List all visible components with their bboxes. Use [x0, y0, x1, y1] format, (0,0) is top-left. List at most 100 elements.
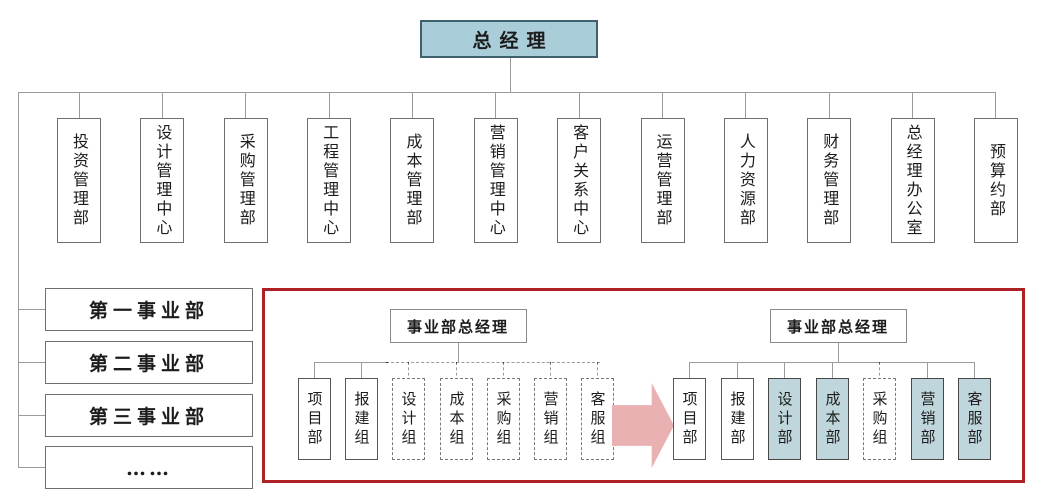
org-box-department: 采购管理部: [223, 118, 268, 243]
sub-unit-label: 采购组: [870, 390, 889, 448]
connector-line: [927, 362, 928, 378]
department-item: 设计管理中心: [140, 92, 185, 243]
connector-line: [495, 92, 497, 118]
department-label: 采购管理部: [236, 133, 256, 228]
connector-line: [510, 58, 511, 92]
org-box-department: 客户关系中心: [557, 118, 602, 243]
connector-line: [995, 92, 997, 118]
sub-unit-label: 采购组: [494, 390, 513, 448]
connector-line: [597, 362, 598, 381]
connector-line: [689, 362, 690, 378]
connector-line: [578, 92, 580, 118]
org-box-department: 总经理办公室: [890, 118, 935, 243]
department-item: 财务管理部: [807, 92, 852, 243]
sub-unit-label: 设计组: [399, 390, 418, 448]
connector-line: [18, 415, 45, 416]
sub-unit-label: 报建部: [728, 390, 747, 448]
connector-line: [550, 362, 551, 381]
org-box-department: 预算约部: [973, 118, 1018, 243]
department-label: 财务管理部: [820, 133, 840, 228]
department-label: 设计管理中心: [153, 123, 173, 238]
division-label: 第二事业部: [88, 353, 209, 375]
org-box-sub-unit: 营销部: [910, 378, 944, 460]
connector-line: [245, 92, 247, 118]
org-box-sub-unit: 成本部: [815, 378, 849, 460]
org-box-general-manager: 总经理: [420, 20, 598, 58]
connector-line: [974, 362, 975, 378]
org-box-sub-unit: 报建部: [720, 378, 754, 460]
department-label: 预算约部: [986, 142, 1006, 219]
org-box-sub-unit: 成本组: [439, 378, 473, 460]
connector-line: [456, 362, 457, 381]
department-item: 投资管理部: [57, 92, 101, 243]
department-item: 成本管理部: [390, 92, 435, 243]
connector-line: [18, 309, 45, 310]
org-box-division: ……: [45, 446, 253, 489]
transformation-frame: [262, 288, 1025, 483]
org-box-sub-unit: 采购组: [486, 378, 520, 460]
org-box-department: 投资管理部: [57, 118, 101, 243]
org-box-sub-unit: 采购组: [862, 378, 896, 460]
org-box-sub-unit: 客服部: [957, 378, 991, 460]
org-box-sub-unit: 客服组: [580, 378, 614, 460]
connector-line: [314, 362, 315, 378]
department-label: 客户关系中心: [570, 123, 590, 238]
division-label: 第三事业部: [88, 406, 209, 428]
org-box-department: 设计管理中心: [140, 118, 185, 243]
org-box-department: 运营管理部: [640, 118, 685, 243]
department-row: 投资管理部 设计管理中心 采购管理部 工程管理中心 成本管理部 营销管理中心 客户关系中心 运…: [57, 92, 1018, 243]
sub-unit-label: 成本组: [447, 390, 466, 448]
department-label: 工程管理中心: [320, 123, 340, 238]
connector-line: [458, 343, 459, 362]
connector-line: [161, 92, 163, 118]
org-box-department: 财务管理部: [807, 118, 852, 243]
sub-unit-label: 客服组: [588, 390, 607, 448]
connector-line: [737, 362, 738, 378]
connector-line: [828, 92, 830, 118]
department-item: 运营管理部: [640, 92, 685, 243]
org-box-department: 成本管理部: [390, 118, 435, 243]
connector-line: [386, 362, 600, 363]
org-box-sub-unit: 设计组: [391, 378, 425, 460]
division-label: ……: [126, 455, 172, 480]
connector-line: [314, 362, 386, 363]
org-box-sub-unit: 项目部: [672, 378, 706, 460]
sub-unit-label: 客服部: [965, 390, 984, 448]
department-item: 人力资源部: [723, 92, 768, 243]
department-item: 客户关系中心: [557, 92, 602, 243]
connector-line: [18, 467, 45, 468]
connector-line: [879, 362, 880, 381]
department-item: 预算约部: [973, 92, 1018, 243]
org-box-sub-unit: 报建组: [344, 378, 378, 460]
org-box-department: 营销管理中心: [473, 118, 518, 243]
connector-line: [18, 92, 19, 467]
connector-line: [18, 92, 996, 93]
connector-line: [411, 92, 413, 118]
sub-unit-label: 项目部: [680, 390, 699, 448]
department-label: 人力资源部: [736, 133, 756, 228]
sub-unit-label: 设计部: [775, 390, 794, 448]
org-box-division: 第一事业部: [45, 288, 253, 331]
department-item: 总经理办公室: [890, 92, 935, 243]
org-box-sub-unit: 设计部: [767, 378, 801, 460]
org-box-division-gm: 事业部总经理: [389, 309, 527, 343]
connector-line: [689, 362, 974, 363]
org-box-sub-unit: 营销组: [533, 378, 567, 460]
sub-unit-label: 营销组: [541, 390, 560, 448]
sub-unit-label: 成本部: [823, 390, 842, 448]
connector-line: [745, 92, 747, 118]
org-box-division: 第三事业部: [45, 394, 253, 437]
connector-line: [838, 343, 839, 362]
connector-line: [503, 362, 504, 381]
connector-line: [408, 362, 409, 381]
org-box-department: 人力资源部: [723, 118, 768, 243]
connector-line: [832, 362, 833, 378]
sub-unit-label: 报建组: [352, 390, 371, 448]
sub-unit-label: 营销部: [918, 390, 937, 448]
connector-line: [912, 92, 914, 118]
org-box-department: 工程管理中心: [307, 118, 352, 243]
department-label: 成本管理部: [403, 133, 423, 228]
department-item: 采购管理部: [223, 92, 268, 243]
department-label: 投资管理部: [70, 133, 89, 228]
